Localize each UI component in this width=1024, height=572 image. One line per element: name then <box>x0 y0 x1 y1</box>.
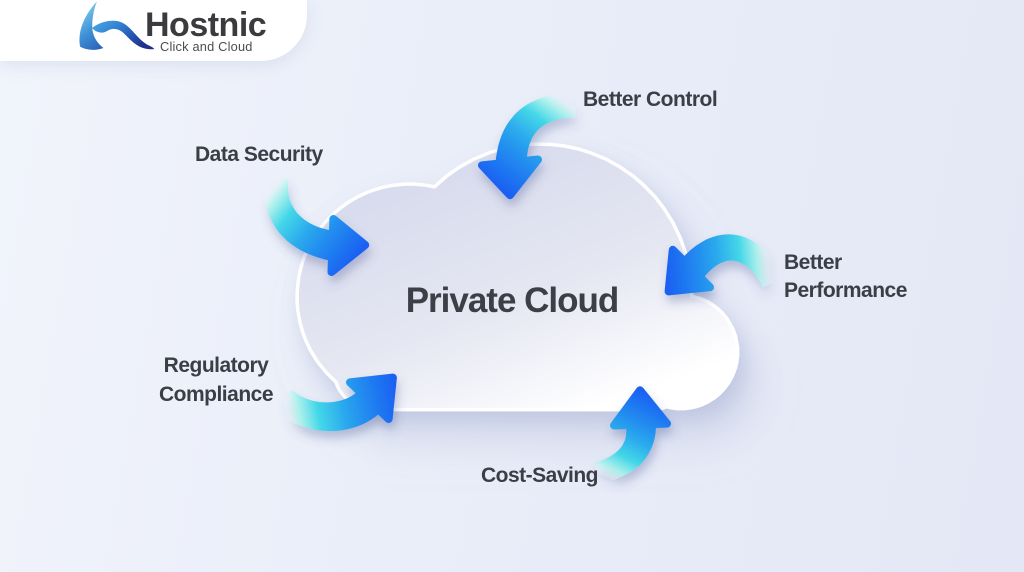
logo-card: Hostnic Click and Cloud <box>0 0 307 61</box>
better-performance-arrow <box>664 234 784 296</box>
data-security-arrow <box>264 174 370 276</box>
logo-tagline: Click and Cloud <box>160 39 253 54</box>
label-better-performance-line2: Performance <box>784 278 907 302</box>
label-data-security: Data Security <box>195 143 323 166</box>
label-cost-saving: Cost-Saving <box>481 464 599 487</box>
label-regulatory-compliance-line1: Regulatory <box>163 354 269 377</box>
label-regulatory-compliance: Regulatory Compliance <box>120 351 312 409</box>
regulatory-compliance-arrow <box>273 373 397 432</box>
hostnic-wave-icon <box>79 1 155 50</box>
label-better-performance: Better Performance <box>784 249 907 304</box>
better-control-arrow <box>478 94 577 200</box>
cost-saving-arrow <box>594 386 671 484</box>
cloud-title: Private Cloud <box>405 281 620 320</box>
label-better-performance-line1: Better <box>784 251 842 274</box>
logo-brand: Hostnic <box>145 6 267 44</box>
label-regulatory-compliance-line2: Compliance <box>158 383 274 406</box>
label-better-control: Better Control <box>583 88 718 111</box>
